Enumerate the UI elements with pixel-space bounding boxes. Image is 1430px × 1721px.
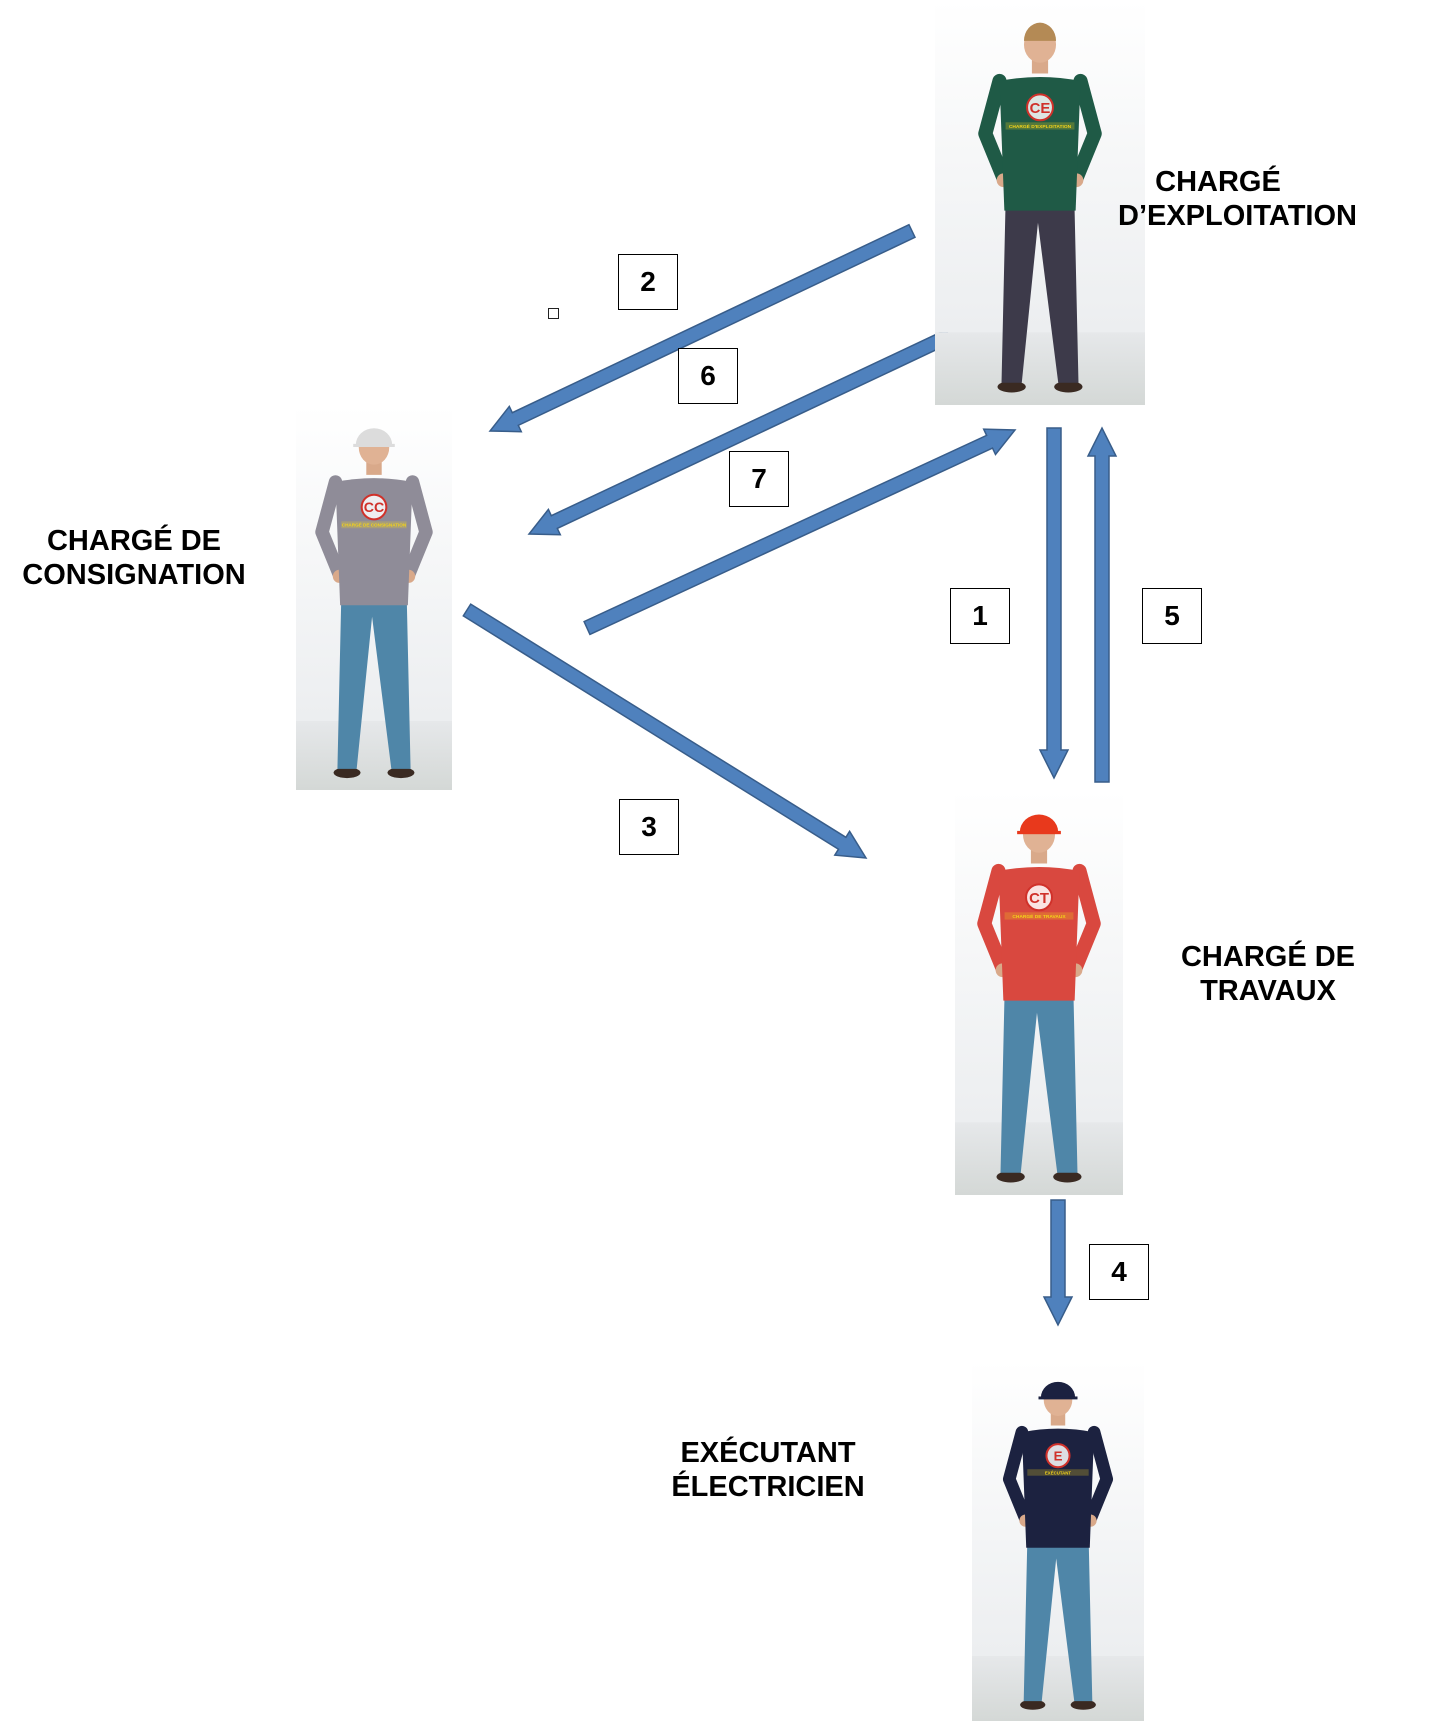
pants-shape [337,597,411,769]
shoe-icon [996,1171,1025,1183]
label-charge-travaux: CHARGÉ DE TRAVAUX [1168,940,1368,1008]
figure-floor [955,1122,1123,1195]
step-number: 5 [1164,600,1180,631]
arm-shape [401,475,433,582]
badge-text: CE [1030,101,1051,117]
badge-text: CC [364,500,384,516]
step-number: 6 [700,360,716,391]
label-line: CHARGÉ DE [46,525,221,557]
arm-shape [978,73,1011,186]
step-box-5: 5 [1142,588,1202,644]
shoe-icon [333,767,361,779]
shoe-icon [1053,1171,1082,1183]
badge-text: E [1054,1449,1063,1464]
arrows-layer [462,223,1118,1327]
stray-marker [548,308,559,319]
badge-caption-band [341,521,407,529]
badge-icon [1025,883,1053,912]
figure-floor [935,332,1145,405]
worker-figure-charge-exploitation: CE CHARGÉ D'EXPLOITATION [935,0,1145,405]
badge-caption-band [1027,1469,1089,1476]
shirt-shape [999,76,1081,211]
pants-shape [1000,992,1078,1173]
arrow-step-4 [1042,1199,1074,1327]
step-box-6: 6 [678,348,738,404]
step-number: 1 [972,600,988,631]
badge-icon [360,493,388,521]
badge-caption: CHARGÉ DE CONSIGNATION [342,521,407,528]
shirt-shape [1021,1428,1095,1548]
badge-text: CT [1029,891,1049,907]
label-line: ÉLECTRICIEN [671,1471,865,1503]
pants-shape [1023,1540,1093,1702]
label-charge-consignation: CHARGÉ DE CONSIGNATION [4,524,264,592]
helmet-brim [1017,830,1061,835]
arm-shape [1068,863,1101,976]
arm-shape [1002,1425,1032,1526]
helmet-brim [1038,1396,1078,1400]
label-line: TRAVAUX [1200,975,1336,1007]
step-box-2: 2 [618,254,678,310]
label-executant: EXÉCUTANT ÉLECTRICIEN [648,1436,888,1504]
shoe-icon [1020,1699,1046,1710]
figures-layer: CE CHARGÉ D'EXPLOITATION CC CHARGÉ DE CONSI… [296,0,1145,1721]
pants-shape [1001,202,1079,383]
shoe-icon [387,767,415,779]
shoe-icon [997,381,1026,393]
figure-floor [296,720,452,790]
badge-icon [1045,1443,1071,1469]
arm-shape [977,863,1010,976]
shirt-shape [998,866,1080,1001]
figure-floor [972,1656,1144,1721]
arm-shape [1084,1425,1114,1526]
badge-caption: EXÉCUTANT [1045,1470,1071,1475]
hair-shape [1023,22,1057,41]
arrow-step-2 [488,223,917,433]
label-line: CHARGÉ [1155,166,1281,198]
arrow-step-1 [1038,427,1070,780]
arrow-step-3 [462,603,868,859]
arrow-step-6 [527,328,954,536]
helmet-icon [355,428,393,445]
step-number: 3 [641,811,657,842]
label-charge-exploitation: CHARGÉ D’EXPLOITATION [1118,165,1357,233]
arm-shape [315,475,347,582]
worker-figure-charge-travaux: CT CHARGÉ DE TRAVAUX [955,790,1123,1195]
step-box-3: 3 [619,799,679,855]
label-line: EXÉCUTANT [680,1437,856,1469]
arm-shape [1069,73,1102,186]
label-line: CONSIGNATION [22,559,246,591]
shirt-shape [335,478,413,606]
badge-caption: CHARGÉ D'EXPLOITATION [1009,122,1072,130]
helmet-brim [353,443,395,448]
step-box-1: 1 [950,588,1010,644]
step-number: 4 [1111,1256,1127,1287]
helmet-icon [1019,814,1059,832]
badge-caption-band [1004,912,1074,920]
badge-caption: CHARGÉ DE TRAVAUX [1012,912,1066,920]
badge-icon [1026,93,1054,122]
helmet-icon [1040,1381,1076,1398]
step-box-4: 4 [1089,1244,1149,1300]
worker-figure-executant: E EXÉCUTANT [972,1360,1144,1721]
arrow-step-7 [583,428,1017,636]
worker-figure-charge-consignation: CC CHARGÉ DE CONSIGNATION [296,405,452,790]
badge-caption-band [1005,122,1075,130]
step-number: 7 [751,463,767,494]
shoe-icon [1070,1699,1096,1710]
label-line: CHARGÉ DE [1180,941,1355,973]
step-number: 2 [640,266,656,297]
arrow-step-5 [1086,426,1118,783]
step-box-7: 7 [729,451,789,507]
label-line: D’EXPLOITATION [1118,200,1357,232]
shoe-icon [1054,381,1083,393]
